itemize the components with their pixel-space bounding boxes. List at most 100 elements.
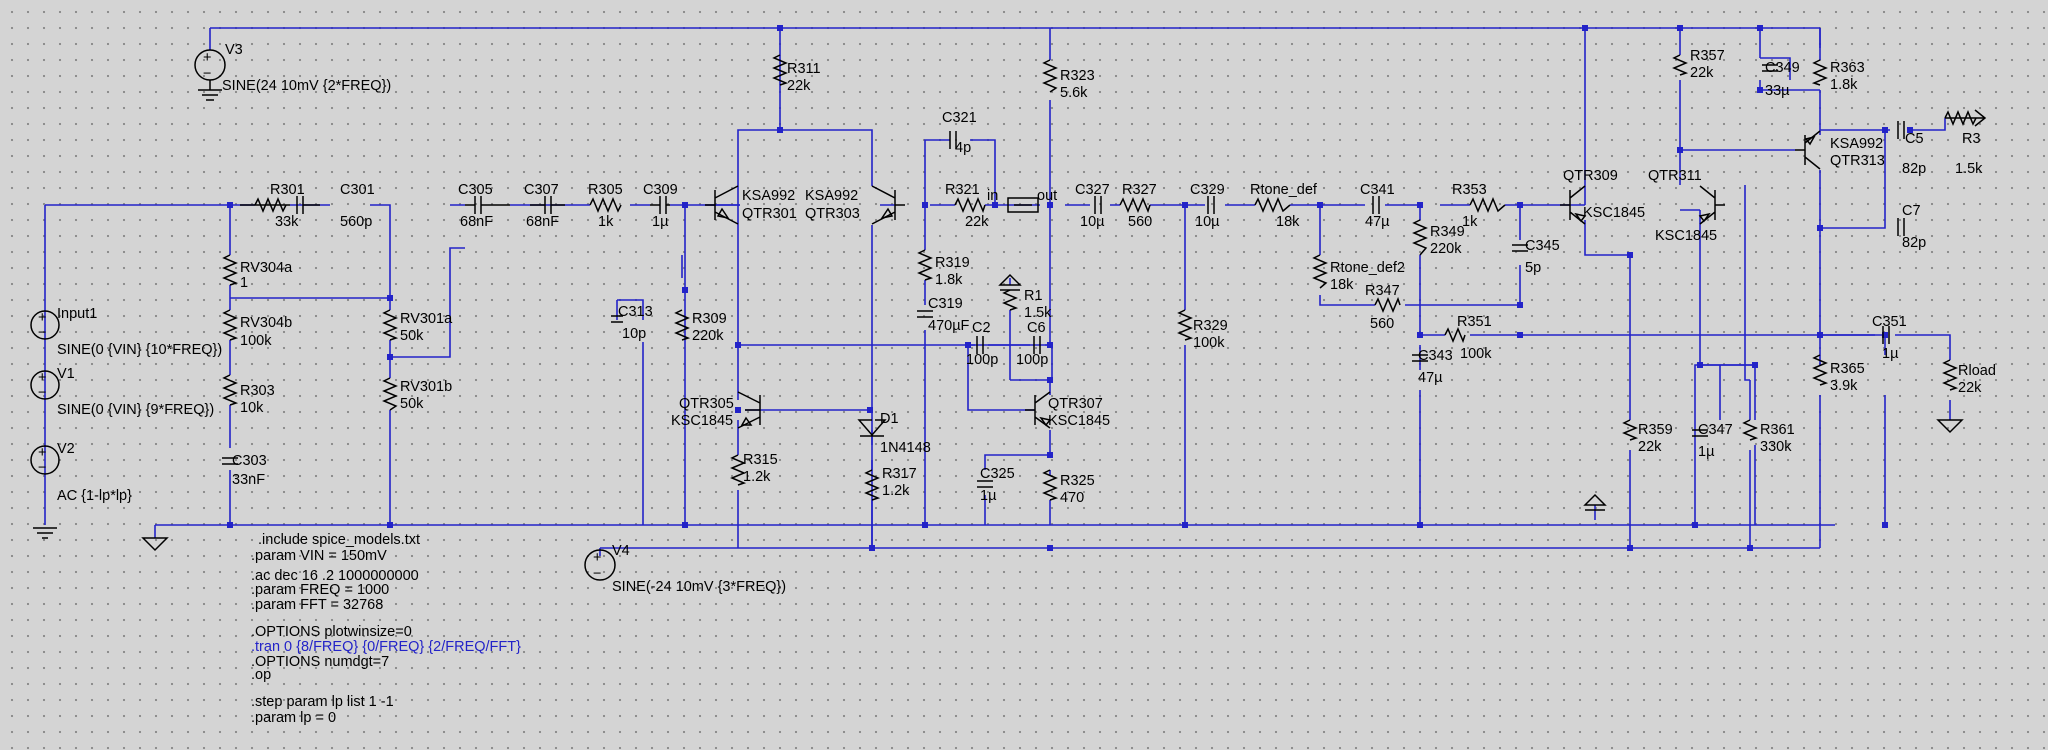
label-r303: R303	[240, 383, 275, 399]
transistor-qtr309[interactable]	[1560, 185, 1587, 225]
label-qtr307: QTR307	[1048, 396, 1103, 412]
label-c319: C319	[928, 296, 963, 312]
source-input1[interactable]: + −	[30, 310, 60, 341]
label-c2-value: 100p	[966, 352, 998, 368]
label-r363-value: 1.8k	[1830, 77, 1858, 93]
label-r357-value: 22k	[1690, 65, 1714, 81]
label-r309-value: 220k	[692, 328, 724, 344]
directive-param-vin: .param VIN = 150mV	[251, 548, 387, 564]
label-c321: C321	[942, 110, 977, 126]
spice-directives[interactable]: .include spice_models.txt .param VIN = 1…	[251, 532, 521, 726]
label-c6: C6	[1027, 320, 1046, 336]
transistor-qtr307[interactable]	[1025, 391, 1052, 429]
label-r357: R357	[1690, 48, 1725, 64]
svg-text:−: −	[203, 66, 211, 82]
svg-text:−: −	[38, 325, 46, 341]
label-c351-value: 1µ	[1882, 346, 1899, 362]
label-v1: V1	[57, 366, 75, 382]
label-port-out: out	[1037, 188, 1057, 204]
label-rv304b: RV304b	[240, 315, 292, 331]
label-r305-value: 1k	[598, 214, 614, 230]
label-c307: C307	[524, 182, 559, 198]
label-rtone-def-value: 18k	[1276, 214, 1300, 230]
source-v3[interactable]: + −	[194, 49, 226, 101]
label-c307-value: 68nF	[526, 214, 559, 230]
label-c325: C325	[980, 466, 1015, 482]
label-r1-value: 1.5k	[1024, 305, 1052, 321]
label-r363: R363	[1830, 60, 1865, 76]
transistor-qtr311[interactable]	[1698, 185, 1725, 225]
label-c303: C303	[232, 453, 267, 469]
label-r327: R327	[1122, 182, 1157, 198]
label-c343: C343	[1418, 348, 1453, 364]
label-ksa992-b: KSA992	[805, 188, 858, 204]
svg-text:+: +	[38, 310, 46, 326]
label-c301: C301	[340, 182, 375, 198]
label-v2: V2	[57, 441, 75, 457]
label-qtr313: QTR313	[1830, 153, 1885, 169]
label-r303-value: 10k	[240, 400, 264, 416]
transistor-qtr305[interactable]	[737, 391, 761, 429]
label-r311: R311	[787, 61, 821, 77]
label-d1-value: 1N4148	[880, 440, 931, 456]
transistor-qtr303[interactable]	[871, 185, 905, 225]
label-c329-value: 10µ	[1195, 214, 1220, 230]
label-rtone-def2-value: 18k	[1330, 277, 1354, 293]
label-ksc1845-d: KSC1845	[1655, 228, 1717, 244]
label-port-in: in	[987, 188, 998, 204]
component-labels: V3 SINE(24 10mV {2*FREQ}) V4 SINE(-24 10…	[57, 42, 1996, 595]
label-rv301a: RV301a	[400, 311, 453, 327]
label-r353-value: 1k	[1462, 214, 1478, 230]
label-qtr305: QTR305	[679, 396, 734, 412]
junction-dots	[227, 25, 1913, 551]
svg-text:+: +	[38, 370, 46, 386]
transistor-qtr301[interactable]	[705, 185, 739, 225]
label-ksa992-a: KSA992	[742, 188, 795, 204]
label-r361: R361	[1760, 422, 1795, 438]
label-c349: C349	[1765, 60, 1800, 76]
directive-step: .step param lp list 1 -1	[251, 694, 394, 710]
source-v2[interactable]: + −	[30, 445, 60, 476]
directive-options-plotwinsize: .OPTIONS plotwinsize=0	[251, 624, 412, 640]
label-rv301a-value: 50k	[400, 328, 424, 344]
label-r325: R325	[1060, 473, 1095, 489]
diode-d1[interactable]	[857, 419, 887, 437]
label-r361-value: 330k	[1760, 439, 1792, 455]
label-rtone-def: Rtone_def	[1250, 182, 1318, 198]
label-qtr301: QTR301	[742, 206, 797, 222]
label-v1-value: SINE(0 {VIN} {9*FREQ})	[57, 402, 214, 418]
label-rv301b: RV301b	[400, 379, 452, 395]
label-ksc1845-c: KSC1845	[1583, 205, 1645, 221]
capacitors	[222, 64, 1905, 488]
label-r305: R305	[588, 182, 623, 198]
label-r325-value: 470	[1060, 490, 1084, 506]
label-rv304a-value: 1	[240, 275, 248, 291]
transistor-qtr313[interactable]	[1795, 130, 1821, 170]
label-r359: R359	[1638, 422, 1673, 438]
label-r311-value: 22k	[787, 78, 811, 94]
label-c321-value: 4p	[955, 140, 971, 156]
source-v1[interactable]: + −	[30, 370, 60, 401]
label-r365: R365	[1830, 361, 1865, 377]
label-r323-value: 5.6k	[1060, 85, 1088, 101]
label-r347-value: 560	[1370, 316, 1394, 332]
unit-block[interactable]	[1007, 197, 1039, 213]
source-v4[interactable]: + −	[584, 549, 616, 582]
label-c7: C7	[1902, 203, 1921, 219]
label-r3: R3	[1962, 131, 1981, 147]
label-input1: Input1	[57, 306, 97, 322]
svg-text:−: −	[593, 566, 601, 582]
svg-text:+: +	[38, 445, 46, 461]
svg-text:+: +	[593, 550, 601, 566]
label-c351: C351	[1872, 314, 1907, 330]
label-r319-value: 1.8k	[935, 272, 963, 288]
label-c347-value: 1µ	[1698, 444, 1715, 460]
label-r301-value: 33k	[275, 214, 299, 230]
label-r347: R347	[1365, 283, 1400, 299]
label-c345: C345	[1525, 238, 1560, 254]
label-r317: R317	[882, 466, 917, 482]
label-r317-value: 1.2k	[882, 483, 910, 499]
directive-param-lp: .param lp = 0	[251, 710, 336, 726]
label-c301-value: 560p	[340, 214, 372, 230]
